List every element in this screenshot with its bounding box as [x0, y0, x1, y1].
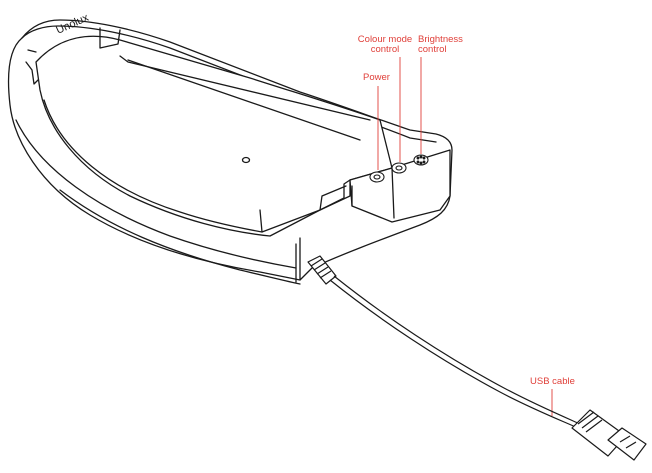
- brightness-label: Brightness control: [418, 35, 463, 55]
- dock-bottom-foot: [59, 189, 301, 285]
- cable-strain-ribs: [310, 258, 332, 279]
- dock-tray-front-wall: [259, 179, 351, 233]
- dock-center-hole: [241, 156, 251, 164]
- dock-left-notch: [25, 49, 39, 85]
- usb-plug-connector-slot: [619, 435, 637, 449]
- dock-control-panel-edge: [351, 167, 395, 219]
- dock-bottom-edge: [15, 119, 297, 269]
- power-button-icon[interactable]: [369, 171, 385, 183]
- dock-tray-floor: [35, 35, 393, 237]
- brightness-label-line1: Brightness: [418, 34, 463, 45]
- dock-front-corner: [295, 237, 301, 283]
- usb-cable: [307, 255, 581, 429]
- dock-base: [7, 19, 453, 285]
- dock-tray-back-wall: [99, 27, 371, 121]
- cable-wire-edge: [333, 275, 581, 425]
- colour-mode-label: Colour mode control: [339, 35, 431, 55]
- power-label: Power: [363, 72, 390, 83]
- usb-plug-connector: [607, 427, 647, 461]
- brightness-label-line2: control: [418, 44, 447, 55]
- callout-lines: [377, 57, 553, 416]
- colour-mode-button-icon[interactable]: [391, 162, 407, 174]
- cable-strain-relief: [307, 255, 337, 285]
- usb-plug-grip: [577, 411, 603, 433]
- colour-mode-label-line2: control: [370, 44, 400, 55]
- usb-cable-label: USB cable: [530, 376, 575, 387]
- dock-slot-line: [127, 59, 361, 141]
- panel-buttons: [369, 154, 429, 183]
- usb-plug-icon[interactable]: [571, 409, 647, 461]
- colour-mode-label-line1: Colour mode: [357, 34, 413, 45]
- cable-wire: [329, 279, 579, 429]
- dock-inner-curve: [43, 99, 263, 233]
- brightness-button-icon[interactable]: [413, 154, 429, 166]
